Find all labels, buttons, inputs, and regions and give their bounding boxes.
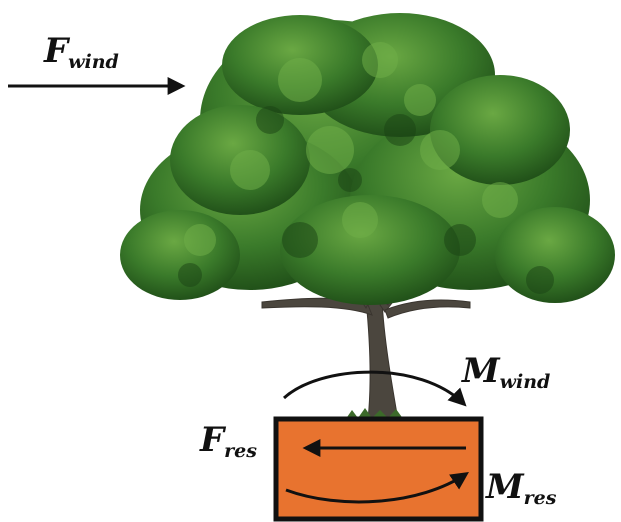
wind-moment-subscript: wind xyxy=(500,371,551,393)
resisting-moment-subscript: res xyxy=(524,487,557,509)
resisting-force-label: Fres xyxy=(199,420,257,462)
wind-moment-symbol: M xyxy=(461,351,501,391)
root-ball-block xyxy=(276,419,481,519)
resisting-force-symbol: F xyxy=(199,420,227,460)
wind-force-symbol: F xyxy=(43,31,71,71)
resisting-moment-symbol: M xyxy=(485,467,525,507)
resisting-moment-label: Mres xyxy=(485,467,557,509)
wind-force-label: Fwind xyxy=(43,31,119,73)
tree-illustration xyxy=(120,13,615,420)
resisting-force-subscript: res xyxy=(224,440,257,462)
wind-moment-label: Mwind xyxy=(461,351,550,393)
wind-force-subscript: wind xyxy=(68,51,119,73)
